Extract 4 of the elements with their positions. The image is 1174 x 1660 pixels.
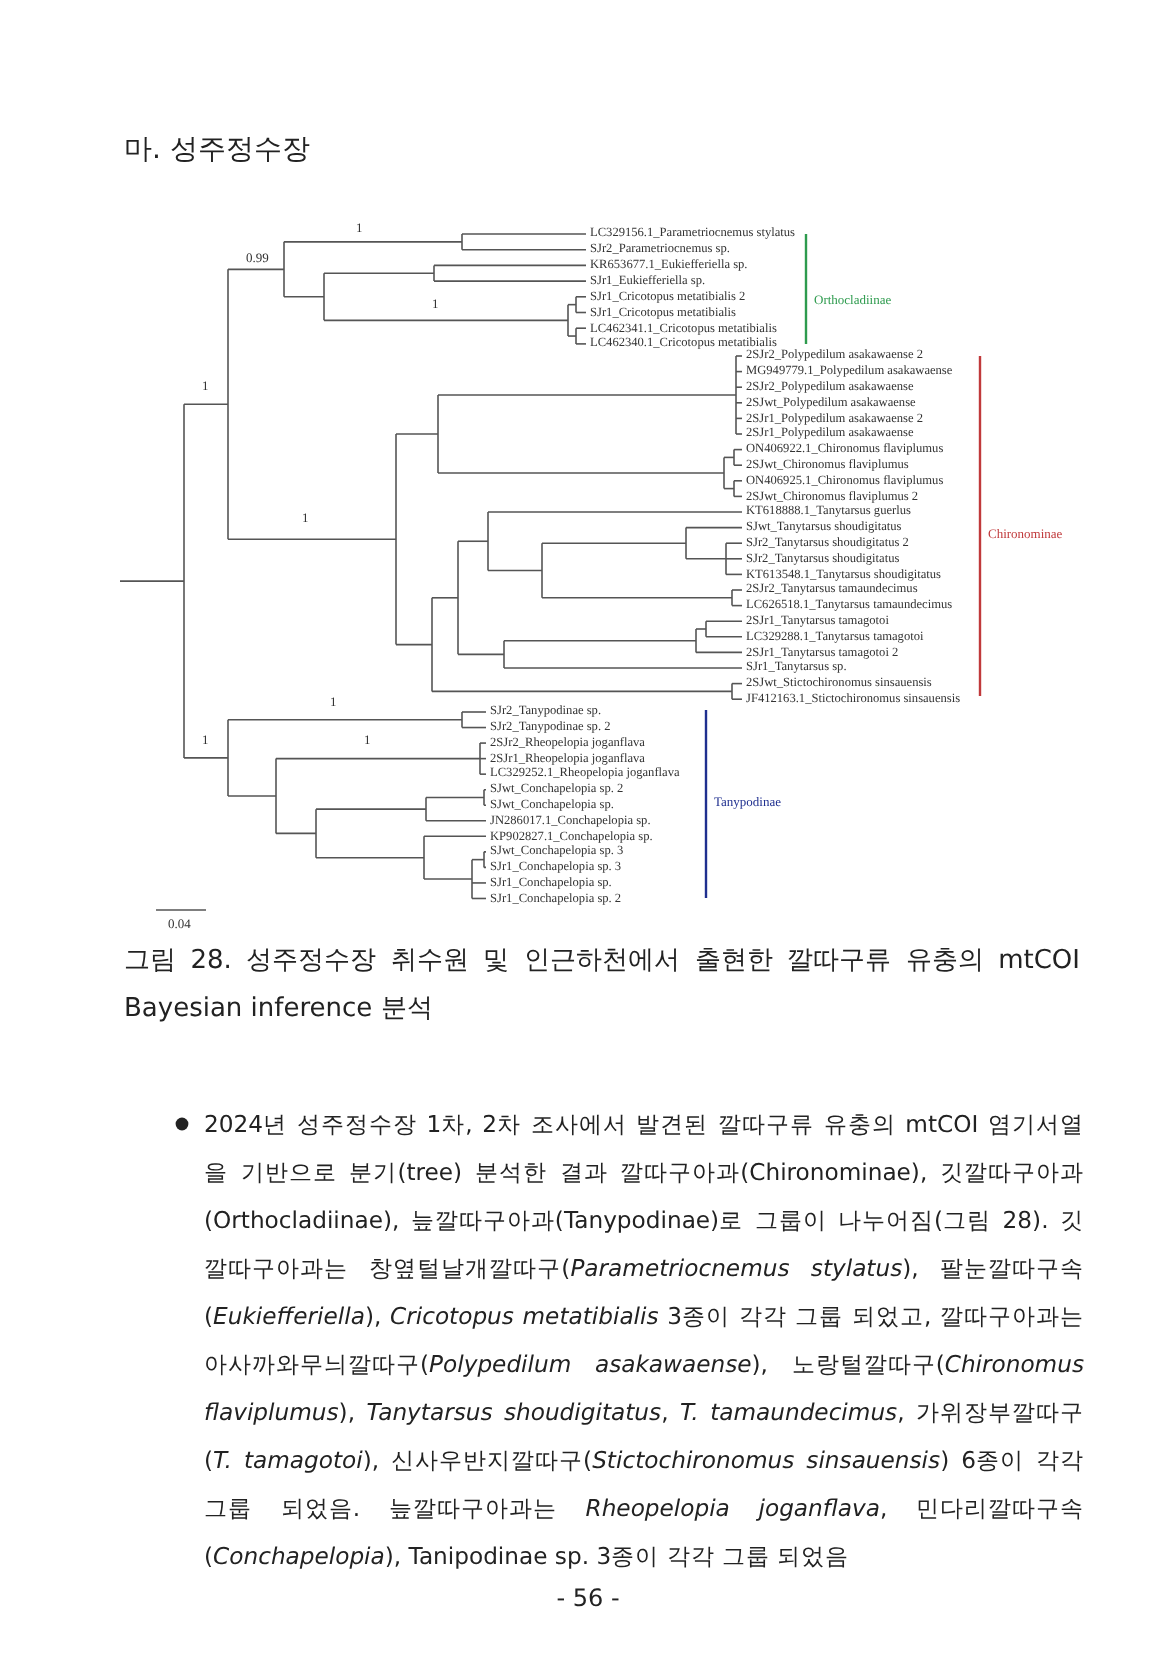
page-number: - 56 -: [554, 1584, 622, 1612]
bullet-paragraph: 2024년 성주정수장 1차, 2차 조사에서 발견된 깔따구류 유충의 mtCOI 염기서열을 기반으로 분기(tree) 분석한 결과 깔따구아과(Chironominae), 깃깔따구아과(Orthocladiinae), 늪깔따구아과(Tanypodinae)로 그룹이 나누어짐(그림 28). 깃깔따구아과는 창옆털날개깔따구(Parametriocnemus stylatus), 팔눈깔따구속(Eukiefferiella), Cricotopus metatibialis 3종이 각각 그룹 되었고, 깔따구아과는 아사까와무늬깔따구(Polypedilum asakawaense), 노랑털깔따구(Chironomus flaviplumus), Tanytarsus shoudigitatus, T. tamaundecimus, 가위장부깔따구(T. tamagotoi), 신사우반지깔따구(Stictochironomus sinsauensis) 6종이 각각 그룹 되었음. 늪깔따구아과는 Rheopelopia joganflava, 민다리깔따구속(Conchapelopia), Tanipodinae sp. 3종이 각각 그룹 되었음: [204, 1108, 1084, 1574]
section-title: 마. 성주정수장: [124, 132, 310, 168]
figure-caption: 그림 28. 성주정수장 취수원 및 인근하천에서 출현한 깔따구류 유충의 mtCOI Bayesian inference 분석: [124, 944, 1080, 1028]
